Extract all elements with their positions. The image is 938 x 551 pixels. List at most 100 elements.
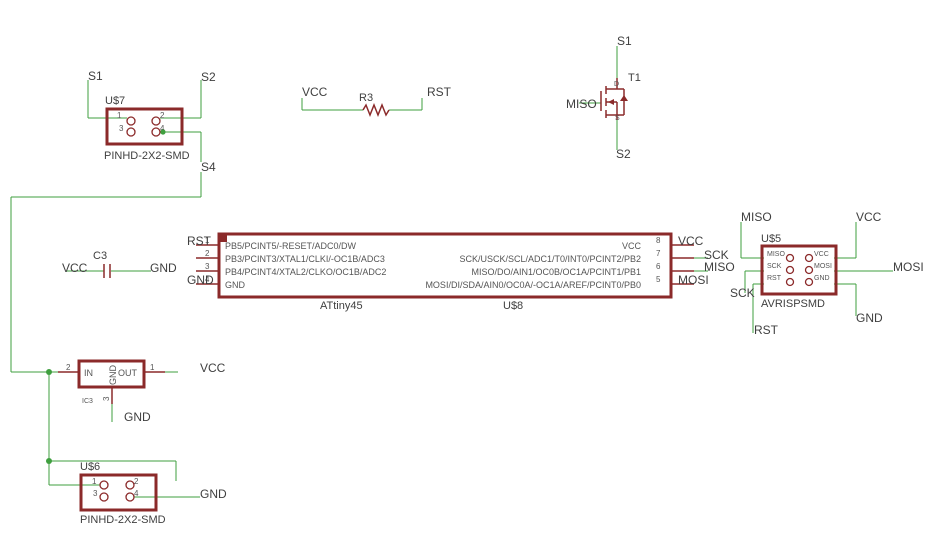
pin-label-5: MOSI/DI/SDA/AIN0/OC0A/-OC1A/AREF/PCINT0/… [425, 280, 641, 290]
u7-pin3-num: 3 [119, 124, 124, 133]
reg-pin2-num: 2 [66, 363, 71, 372]
reg-pin3-num: 3 [102, 396, 111, 401]
net-label-mosi: MOSI [678, 273, 709, 287]
attiny-body [217, 232, 673, 299]
u6-pin4-num: 4 [134, 489, 139, 498]
avr-pin-mosi-label: MOSI [814, 263, 832, 270]
net-label-gnd: GND [187, 273, 214, 287]
part-name-t1: T1 [628, 72, 641, 84]
pin-label-7: SCK/USCK/SCL/ADC1/T0/INT0/PCINT2/PB2 [459, 254, 641, 264]
net-label-vcc: VCC [302, 85, 328, 99]
pin-num-1: 1 [205, 236, 210, 245]
net-label-vcc: VCC [62, 261, 88, 275]
net-label-miso: MISO [704, 260, 735, 274]
header-u7[interactable]: S1 S2 U$7 1 2 3 4 PINHD-2X2-SMD S4 [10, 69, 216, 372]
u6-pin1-pad [99, 480, 109, 490]
junction-dot [46, 458, 52, 464]
avr-pin-4 [804, 265, 814, 275]
avr-pin-vcc-label: VCC [814, 251, 829, 258]
u7-pin2-pad [151, 116, 161, 126]
net-label-gnd: GND [150, 261, 177, 275]
u7-pin3-pad [126, 127, 136, 137]
net-label-s1: S1 [617, 34, 632, 48]
avr-pin-6 [804, 277, 814, 287]
part-name-c3: C3 [93, 250, 107, 262]
u6-pin4-pad [125, 492, 135, 502]
pin-label-1: PB5/PCINT5/-RESET/ADC0/DW [225, 241, 357, 251]
net-label-gnd: GND [200, 487, 227, 501]
net-label-s4: S4 [201, 160, 216, 174]
net-label-sck: SCK [704, 248, 729, 262]
part-name-r3: R3 [359, 92, 373, 104]
part-name-ic3: IC3 [82, 398, 93, 405]
junction-dot [46, 369, 52, 375]
pin-num-8: 8 [656, 236, 661, 245]
resistor-r3[interactable]: VCC R3 RST [301, 85, 452, 118]
avrisp-body [760, 244, 838, 296]
pin-label-3: PB4/PCINT4/XTAL2/CLKO/OC1B/ADC2 [225, 267, 386, 277]
pin-num-5: 5 [656, 275, 661, 284]
net-label-gnd: GND [856, 311, 883, 325]
part-name-u5: U$5 [761, 233, 781, 245]
pin-num-6: 6 [656, 262, 661, 271]
net-label-s1: S1 [88, 69, 103, 83]
net-label-sck: SCK [730, 286, 755, 300]
net-label-rst: RST [754, 323, 779, 337]
u6-pin2-num: 2 [134, 477, 139, 486]
net-label-miso: MISO [566, 97, 597, 111]
reg-out-label: OUT [118, 368, 138, 378]
avr-pin-gnd-label: GND [814, 275, 830, 282]
transistor-t1[interactable]: S1 T1 MISO S2 D S [566, 34, 641, 161]
reg-gnd-label: GND [108, 365, 118, 386]
capacitor-c3[interactable]: VCC C3 GND [62, 250, 177, 278]
attiny45-u8[interactable]: 1 2 3 4 8 7 6 5 PB5/PCINT5/-RESET/ADC0/D… [187, 232, 735, 312]
header-u6[interactable]: U$6 1 2 3 4 PINHD-2X2-SMD GND [79, 461, 227, 526]
u6-pin3-num: 3 [93, 489, 98, 498]
part-name-attiny: ATtiny45 [320, 300, 363, 312]
source-letter: S [615, 115, 620, 122]
drain-letter: D [614, 81, 619, 88]
channel-arrow [608, 99, 614, 105]
u7-pin1-num: 1 [117, 111, 122, 120]
net-label-mosi: MOSI [893, 260, 924, 274]
net-label-rst: RST [427, 85, 452, 99]
reg-pin1-num: 1 [150, 363, 155, 372]
pin-num-7: 7 [656, 249, 661, 258]
header-u7-body [105, 107, 184, 146]
avr-pin-5 [785, 277, 795, 287]
net-label-miso: MISO [741, 210, 772, 224]
u7-pin2-num: 2 [160, 111, 165, 120]
u7-pin4-pad [151, 127, 161, 137]
pin-num-2: 2 [205, 249, 210, 258]
package-label-u6: PINHD-2X2-SMD [80, 514, 166, 526]
regulator-ic3[interactable]: IN OUT GND 2 1 3 IC3 VCC GND [11, 359, 226, 486]
net-label-vcc: VCC [678, 234, 704, 248]
net-label-s2: S2 [616, 147, 631, 161]
u6-pin1-num: 1 [92, 477, 97, 486]
avr-pin-1 [785, 253, 795, 263]
part-name-u6: U$6 [80, 461, 100, 473]
u7-pin4-num: 4 [160, 124, 165, 133]
avr-pin-sck-label: SCK [767, 263, 782, 270]
net-label-rst: RST [187, 234, 212, 248]
package-label-u7: PINHD-2X2-SMD [104, 150, 190, 162]
avr-pin-3 [785, 265, 795, 275]
avr-pin-rst-label: RST [767, 275, 782, 282]
u7-pin1-pad [126, 116, 136, 126]
pin-label-2: PB3/PCINT3/XTAL1/CLKI/-OC1B/ADC3 [225, 254, 385, 264]
pin1-marker [219, 234, 227, 242]
pin-num-4: 4 [205, 275, 210, 284]
package-label-avrisp: AVRISPSMD [761, 298, 825, 310]
junction-dot [160, 129, 166, 135]
resistor-zigzag [362, 102, 390, 118]
net-label-s2: S2 [201, 70, 216, 84]
part-name-u7: U$7 [105, 95, 125, 107]
avr-pin-2 [804, 253, 814, 263]
u6-pin2-pad [125, 480, 135, 490]
regulator-body [77, 359, 146, 389]
part-ref-u8: U$8 [503, 300, 523, 312]
body-diode-arrow [620, 95, 628, 101]
avrisp-u5[interactable]: U$5 MISO VCC SCK MOSI RST GND AVRISPSMD … [730, 210, 924, 337]
pin-num-3: 3 [205, 262, 210, 271]
